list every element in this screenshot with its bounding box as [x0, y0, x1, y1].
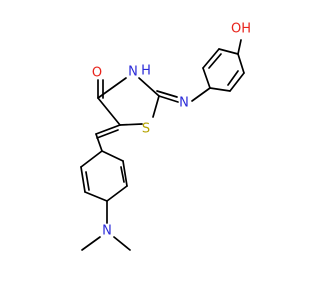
ring-nitrogen-label: N	[128, 65, 138, 80]
imine-nitrogen-label: N	[179, 96, 189, 111]
molecule-structure: O N H S N OH N	[80, 22, 251, 251]
amine-nitrogen-label: N	[102, 224, 112, 239]
dimethylamino-group	[81, 236, 131, 251]
imine-bond	[156, 87, 211, 103]
carbonyl-oxygen-label: O	[92, 66, 102, 81]
hydroxyphenyl-ring	[202, 39, 245, 92]
methylidene-bond	[95, 124, 121, 152]
ring-sulfur-label: S	[142, 122, 150, 137]
hydroxyl-label: OH	[231, 22, 251, 37]
thiazolidinone-ring	[97, 77, 160, 126]
ring-nitrogen-hydrogen-label: H	[141, 64, 151, 79]
carbonyl-bond	[97, 79, 104, 99]
aminophenyl-ring	[80, 150, 128, 224]
